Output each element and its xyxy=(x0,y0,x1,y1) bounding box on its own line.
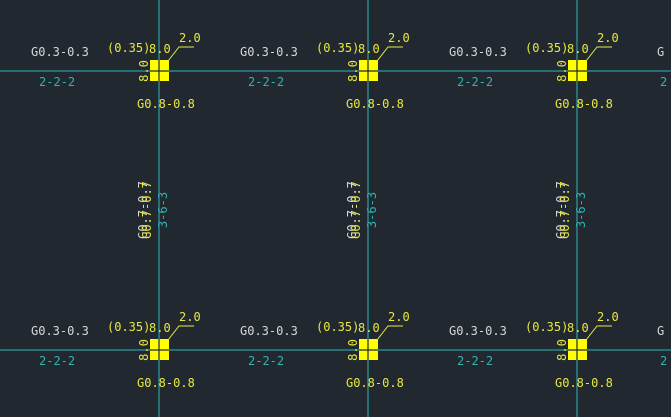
beam-label-bottom: G0.8-0.8 xyxy=(346,376,404,390)
column-top-value: 8.0 xyxy=(567,321,589,335)
beam-label-bottom: G0.8-0.8 xyxy=(137,97,195,111)
column-side-value: 8.0 xyxy=(137,339,151,361)
column-top-value: 8.0 xyxy=(149,321,171,335)
column-top-value: 8.0 xyxy=(567,42,589,56)
beam-label-top-left: G0.3-0.3 xyxy=(31,45,89,59)
beam-sub-label: 2-2-2 xyxy=(248,354,284,368)
vertical-beam-sub-label: 3-6-3 xyxy=(574,192,588,228)
column-side-value: 8.0 xyxy=(346,60,360,82)
beam-label-top-left: G0.3-0.3 xyxy=(240,45,298,59)
beam-label-top-left: G0.3-0.3 xyxy=(449,324,507,338)
column-side-value: 8.0 xyxy=(346,339,360,361)
leader-value: 2.0 xyxy=(179,31,201,45)
beam-label-bottom: G0.8-0.8 xyxy=(346,97,404,111)
column-top-value: 8.0 xyxy=(358,42,380,56)
column-top-value: 8.0 xyxy=(149,42,171,56)
paren-label: (0.35) xyxy=(525,320,568,334)
vertical-beam-label-overlap: G0.7-0.7 xyxy=(349,181,363,239)
beam-label-edge: G xyxy=(657,324,664,338)
beam-label-bottom: G0.8-0.8 xyxy=(555,97,613,111)
beam-sub-label: 2-2-2 xyxy=(248,75,284,89)
vertical-beam-sub-label: 3-6-3 xyxy=(365,192,379,228)
beam-label-bottom: G0.8-0.8 xyxy=(555,376,613,390)
beam-sub-label: 2-2-2 xyxy=(39,354,75,368)
leader-line xyxy=(376,46,403,62)
column-top-value: 8.0 xyxy=(358,321,380,335)
leader-value: 2.0 xyxy=(597,31,619,45)
vertical-beam-label-overlap: G0.7-0.7 xyxy=(558,181,572,239)
beam-sub-label-edge: 2 xyxy=(660,75,667,89)
vertical-beam-sub-label: 3-6-3 xyxy=(156,192,170,228)
leader-line xyxy=(167,46,194,62)
beam-sub-label: 2-2-2 xyxy=(39,75,75,89)
leader-value: 2.0 xyxy=(179,310,201,324)
beam-label-top-left: G0.3-0.3 xyxy=(449,45,507,59)
beam-label-edge: G xyxy=(657,45,664,59)
beam-sub-label: 2-2-2 xyxy=(457,354,493,368)
beam-label-bottom: G0.8-0.8 xyxy=(137,376,195,390)
leader-value: 2.0 xyxy=(388,31,410,45)
vertical-beam-label: G0.7-0.7 xyxy=(554,181,568,239)
leader-value: 2.0 xyxy=(597,310,619,324)
leader-line xyxy=(376,325,403,341)
paren-label: (0.35) xyxy=(107,320,150,334)
beam-label-top-left: G0.3-0.3 xyxy=(31,324,89,338)
leader-line xyxy=(585,325,612,341)
vertical-beam-label: G0.7-0.7 xyxy=(136,181,150,239)
beam-sub-label: 2-2-2 xyxy=(457,75,493,89)
leader-line xyxy=(585,46,612,62)
beam-label-top-left: G0.3-0.3 xyxy=(240,324,298,338)
paren-label: (0.35) xyxy=(107,41,150,55)
column-side-value: 8.0 xyxy=(555,60,569,82)
leader-value: 2.0 xyxy=(388,310,410,324)
column-side-value: 8.0 xyxy=(555,339,569,361)
leader-line xyxy=(167,325,194,341)
paren-label: (0.35) xyxy=(316,320,359,334)
vertical-beam-label-overlap: G0.7-0.7 xyxy=(140,181,154,239)
vertical-beam-label: G0.7-0.7 xyxy=(345,181,359,239)
paren-label: (0.35) xyxy=(316,41,359,55)
column-side-value: 8.0 xyxy=(137,60,151,82)
beam-sub-label-edge: 2 xyxy=(660,354,667,368)
paren-label: (0.35) xyxy=(525,41,568,55)
